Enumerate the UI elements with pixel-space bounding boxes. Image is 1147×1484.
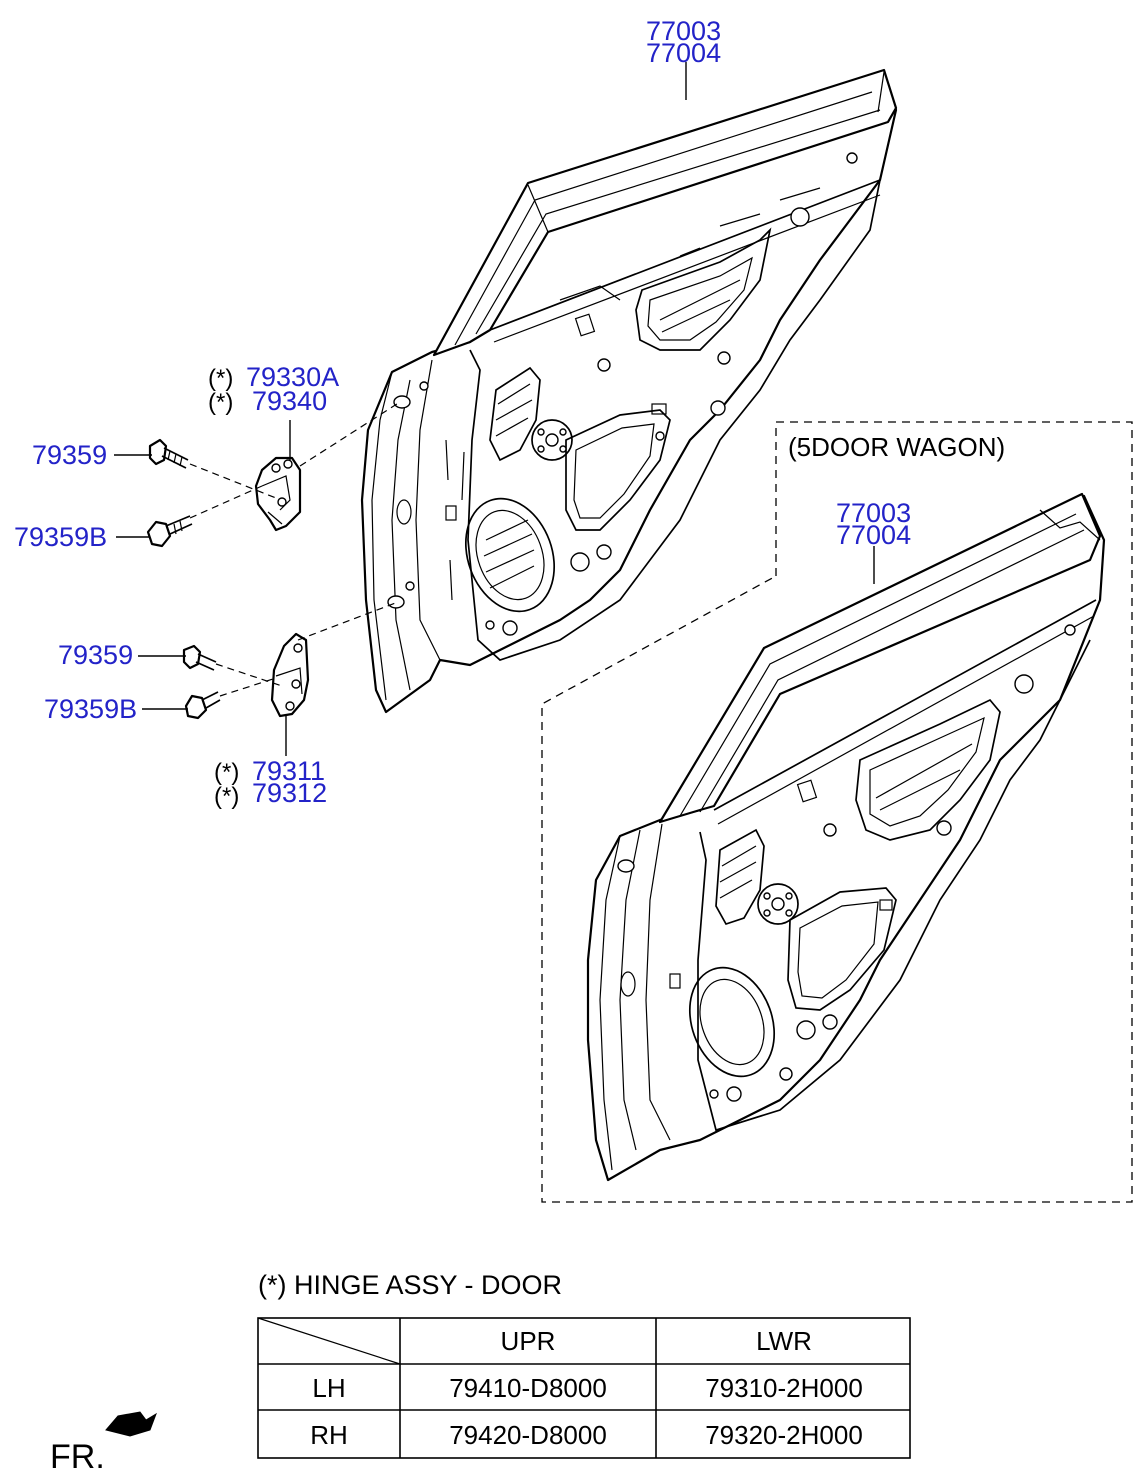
callout-79359-upper[interactable]: 79359	[32, 440, 107, 470]
wagon-variant-label: (5DOOR WAGON)	[788, 432, 1005, 462]
callout-79359-lower[interactable]: 79359	[58, 640, 133, 670]
upper-hinge-bolt	[148, 438, 189, 469]
callout-77004-main[interactable]: 77004	[646, 38, 721, 68]
table-header-lwr: LWR	[756, 1326, 812, 1356]
table-title: (*) HINGE ASSY - DOOR	[258, 1270, 562, 1300]
lower-door-hinge	[270, 632, 310, 718]
star-mark: (*)	[214, 783, 239, 810]
lower-hinge-bolt	[182, 644, 217, 671]
upper-hinge-bolt-b	[146, 515, 193, 548]
table-cell-upr: 79420-D8000	[449, 1420, 607, 1450]
table-row-side: LH	[312, 1373, 345, 1403]
table-header-upr: UPR	[501, 1326, 556, 1356]
star-mark: (*)	[208, 365, 233, 392]
table-corner-diagonal	[257, 1317, 401, 1365]
callout-77003-wagon[interactable]: 77003	[836, 498, 911, 528]
upper-door-hinge	[254, 456, 302, 532]
callout-79330a[interactable]: 79330A	[246, 362, 339, 392]
wagon-door-box	[541, 421, 1133, 1203]
table-cell-lwr: 79320-2H000	[705, 1420, 863, 1450]
table-cell-upr: 79410-D8000	[449, 1373, 607, 1403]
callout-79312[interactable]: 79312	[252, 778, 327, 808]
lower-hinge-bolt-b	[184, 691, 221, 720]
leader-lines	[114, 62, 875, 756]
assembly-lines	[189, 401, 401, 697]
hinge-assy-table: (*) HINGE ASSY - DOOR UPR LWR LH 79410-D…	[257, 1270, 911, 1459]
rear-door-wagon	[586, 492, 1106, 1182]
arrow-down-left-icon	[105, 1411, 157, 1437]
callout-77003-main[interactable]: 77003	[646, 16, 721, 46]
front-direction-indicator: FR.	[50, 1411, 157, 1476]
table-row-side: RH	[310, 1420, 348, 1450]
callout-77004-wagon[interactable]: 77004	[836, 520, 911, 550]
callout-79311[interactable]: 79311	[252, 756, 325, 786]
callout-79359b-lower[interactable]: 79359B	[44, 694, 137, 724]
callout-79340[interactable]: 79340	[252, 386, 327, 416]
star-mark: (*)	[214, 759, 239, 786]
callout-labels: 77003 77004 (*) 79330A (*) 79340 79359 7…	[14, 16, 1005, 810]
rear-door-main	[360, 68, 898, 714]
callout-79359b-upper[interactable]: 79359B	[14, 522, 107, 552]
table-cell-lwr: 79310-2H000	[705, 1373, 863, 1403]
front-direction-label: FR.	[50, 1438, 105, 1476]
star-mark: (*)	[208, 389, 233, 416]
